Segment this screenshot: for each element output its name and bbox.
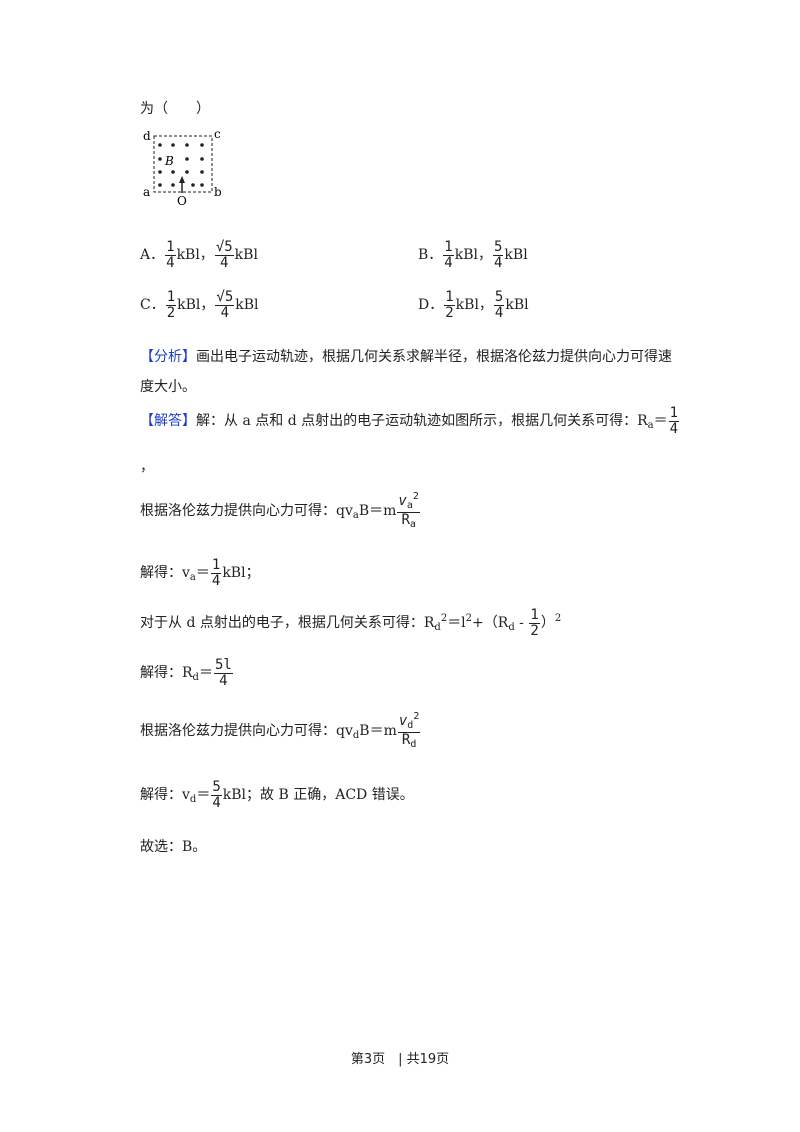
page-footer: 第3页 | 共19页 (350, 1052, 450, 1067)
question-tail: 为（ ） (140, 101, 210, 117)
answer-tag: 【解答】 (140, 413, 196, 430)
analysis-line-1: 【分析】画出电子运动轨迹，根据几何关系求解半径，根据洛伦兹力提供向心力可得速 (140, 349, 672, 365)
answer-line: 【解答】解：从 a 点和 d 点射出的电子运动轨迹如图所示，根据几何关系可得：R… (140, 405, 680, 437)
final-answer: 故选：B。 (140, 839, 207, 855)
magnetic-field-figure: d c a b B O (143, 127, 222, 206)
analysis-tag: 【分析】 (140, 349, 196, 365)
analysis-line-2: 度大小。 (140, 379, 196, 395)
answer-comma: ， (140, 459, 154, 475)
label-b: b (214, 185, 222, 199)
label-c: c (214, 127, 221, 141)
label-a: a (143, 185, 150, 199)
label-O: O (177, 194, 187, 206)
label-d: d (143, 129, 151, 143)
label-B: B (164, 154, 174, 168)
